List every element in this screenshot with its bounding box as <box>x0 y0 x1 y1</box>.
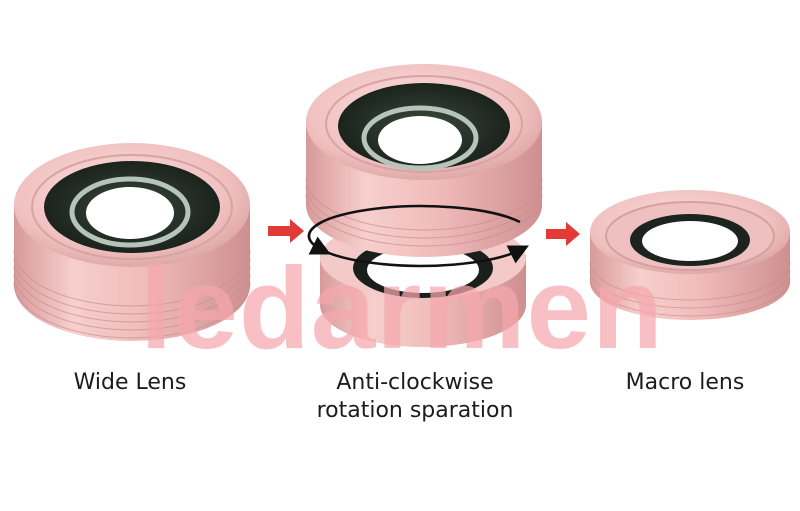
caption-wide-lens: Wide Lens <box>73 370 187 395</box>
caption-rotation-line2: rotation sparation <box>316 398 514 423</box>
caption-macro-lens: Macro lens <box>625 370 745 395</box>
arrow-right-icon <box>546 222 580 246</box>
caption-rotation: Anti-clockwise rotation sparation <box>270 369 560 425</box>
watermark: ledarmen <box>140 243 664 373</box>
rotate-arrow-icon <box>307 204 521 255</box>
wide-lens <box>13 143 251 341</box>
arrow-right-icon <box>268 219 304 243</box>
rotation-lens <box>305 64 543 347</box>
caption-rotation-line1: Anti-clockwise <box>336 370 494 395</box>
macro-lens <box>589 190 791 320</box>
